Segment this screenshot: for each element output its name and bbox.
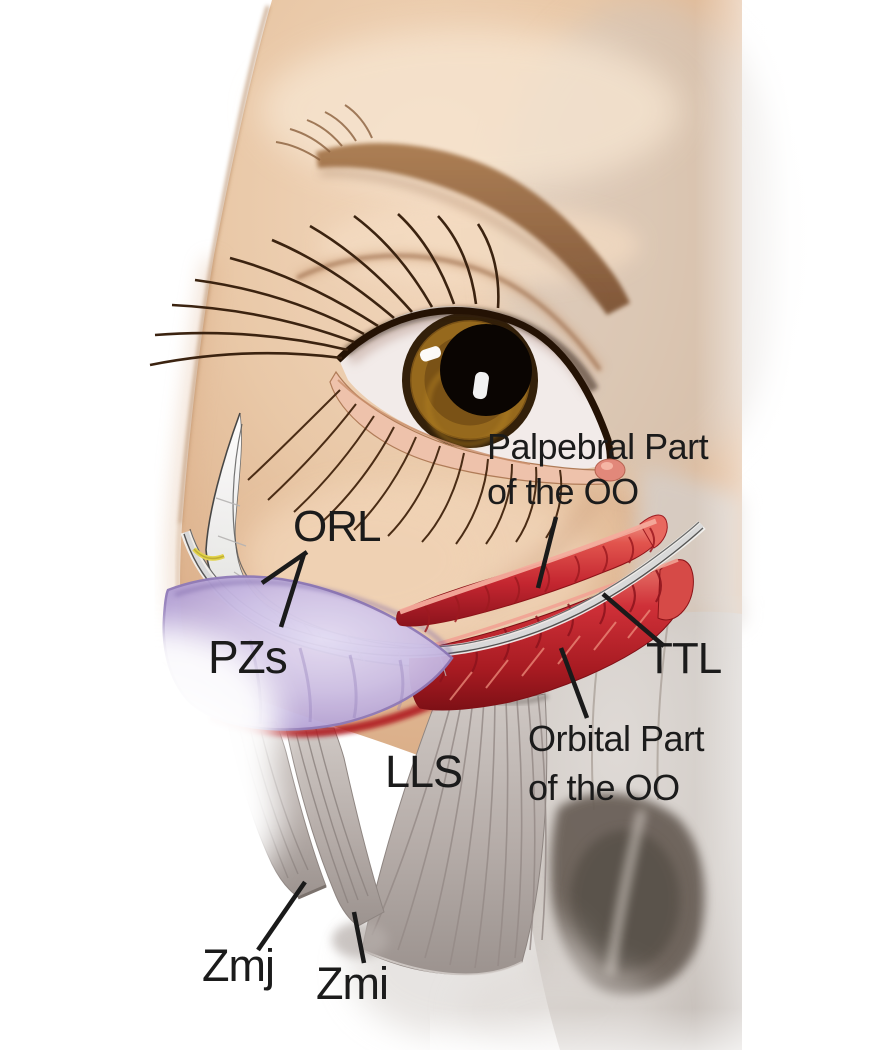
leader-zmi — [351, 911, 367, 964]
label-palpebral-part-oo: Palpebral Part of the OO — [487, 424, 709, 514]
muscle-palpebral-oo — [396, 514, 668, 633]
leader-palpebral — [535, 516, 559, 589]
label-zmi: Zmi — [316, 958, 389, 1009]
label-orl: ORL — [293, 502, 381, 551]
label-zmj: Zmj — [202, 940, 275, 991]
upper-lash-line — [335, 307, 614, 465]
leader-orbital — [558, 647, 590, 719]
label-orbital-part-oo: Orbital Part of the OO — [528, 714, 705, 812]
label-palpebral-line2: of the OO — [487, 471, 639, 512]
lower-lid-margin — [329, 370, 607, 485]
pupil — [440, 324, 532, 416]
label-palpebral-line1: Palpebral Part — [487, 426, 709, 467]
leader-orl-2 — [278, 553, 307, 628]
leader-ttl — [601, 592, 666, 648]
label-ttl: TTL — [646, 634, 722, 683]
leader-orl-1 — [260, 550, 309, 585]
eyelashes — [149, 213, 563, 545]
leader-zmj — [256, 880, 307, 952]
eye — [295, 251, 626, 485]
label-pzs: PZs — [208, 631, 288, 683]
eyebrow — [275, 104, 630, 315]
label-orbital-line1: Orbital Part — [528, 718, 705, 759]
label-orbital-line2: of the OO — [528, 767, 680, 808]
label-lls: LLS — [385, 746, 463, 797]
leader-lines — [256, 516, 666, 964]
nerve-yellow — [192, 547, 225, 561]
muscle-orbital-oo — [409, 558, 694, 711]
